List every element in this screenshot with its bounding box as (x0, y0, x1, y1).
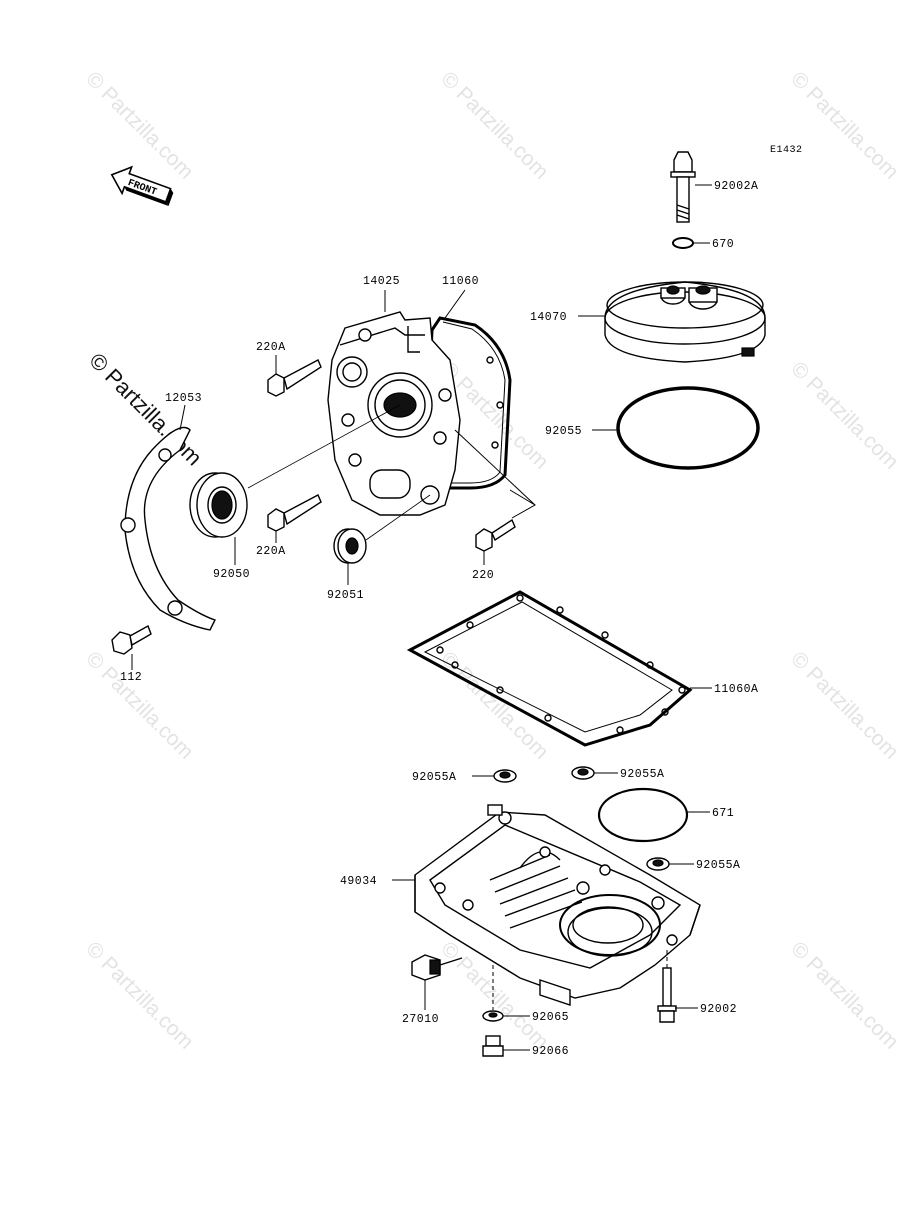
oil-pan-49034 (414, 804, 701, 1006)
part-label-671: 671 (712, 807, 734, 820)
diagram-code: E1432 (770, 145, 803, 156)
guide-12053 (120, 426, 216, 631)
washer-92055a-right (646, 857, 670, 871)
watermark: © Partzilla.com (436, 67, 552, 183)
o-ring-670 (672, 237, 694, 249)
part-label-92055a-right: 92055A (696, 859, 740, 872)
oil-seal-92050 (189, 472, 248, 538)
bolt-220a-bottom (267, 494, 322, 532)
part-label-92055: 92055 (545, 425, 582, 438)
gasket-11060a (406, 590, 693, 747)
part-label-27010: 27010 (402, 1013, 439, 1026)
oil-pressure-switch-27010 (411, 954, 463, 981)
o-ring-671 (597, 787, 689, 843)
bolt-92002 (657, 967, 677, 1023)
watermark: © Partzilla.com (81, 937, 197, 1053)
watermark: © Partzilla.com (81, 67, 197, 183)
watermark: © Partzilla.com (81, 647, 197, 763)
bolt-112 (111, 624, 152, 655)
part-label-92002a: 92002A (714, 180, 758, 193)
part-label-92055a-left: 92055A (412, 771, 456, 784)
watermark: © Partzilla.com (436, 647, 552, 763)
part-label-92065: 92065 (532, 1011, 569, 1024)
o-ring-92055 (616, 386, 760, 470)
part-label-670: 670 (712, 238, 734, 251)
part-label-112: 112 (120, 671, 142, 684)
part-label-49034: 49034 (340, 875, 377, 888)
watermark-large: © Partzilla.com (84, 348, 207, 471)
part-label-220: 220 (472, 569, 494, 582)
watermark: © Partzilla.com (786, 67, 902, 183)
bolt-220 (475, 518, 516, 552)
washer-92065 (482, 1010, 504, 1022)
part-label-14025: 14025 (363, 275, 400, 288)
watermark: © Partzilla.com (786, 937, 902, 1053)
watermark: © Partzilla.com (786, 357, 902, 473)
part-label-92066: 92066 (532, 1045, 569, 1058)
part-label-92050: 92050 (213, 568, 250, 581)
part-label-92051: 92051 (327, 589, 364, 602)
part-label-92002: 92002 (700, 1003, 737, 1016)
oil-seal-92051 (333, 528, 367, 564)
part-label-92055a-mid: 92055A (620, 768, 664, 781)
washer-92055a-left (493, 769, 517, 783)
cover-14025 (327, 311, 512, 516)
part-label-11060a: 11060A (714, 683, 758, 696)
front-arrow-icon: FRONT (110, 165, 174, 207)
drain-plug-92066 (482, 1035, 504, 1057)
bolt-92002a (670, 151, 696, 223)
part-label-11060: 11060 (442, 275, 479, 288)
part-label-220a-bottom: 220A (256, 545, 286, 558)
part-label-12053: 12053 (165, 392, 202, 405)
cover-14070 (604, 281, 766, 363)
part-label-220a-top: 220A (256, 341, 286, 354)
watermark: © Partzilla.com (786, 647, 902, 763)
part-label-14070: 14070 (530, 311, 567, 324)
washer-92055a-mid (571, 766, 595, 780)
